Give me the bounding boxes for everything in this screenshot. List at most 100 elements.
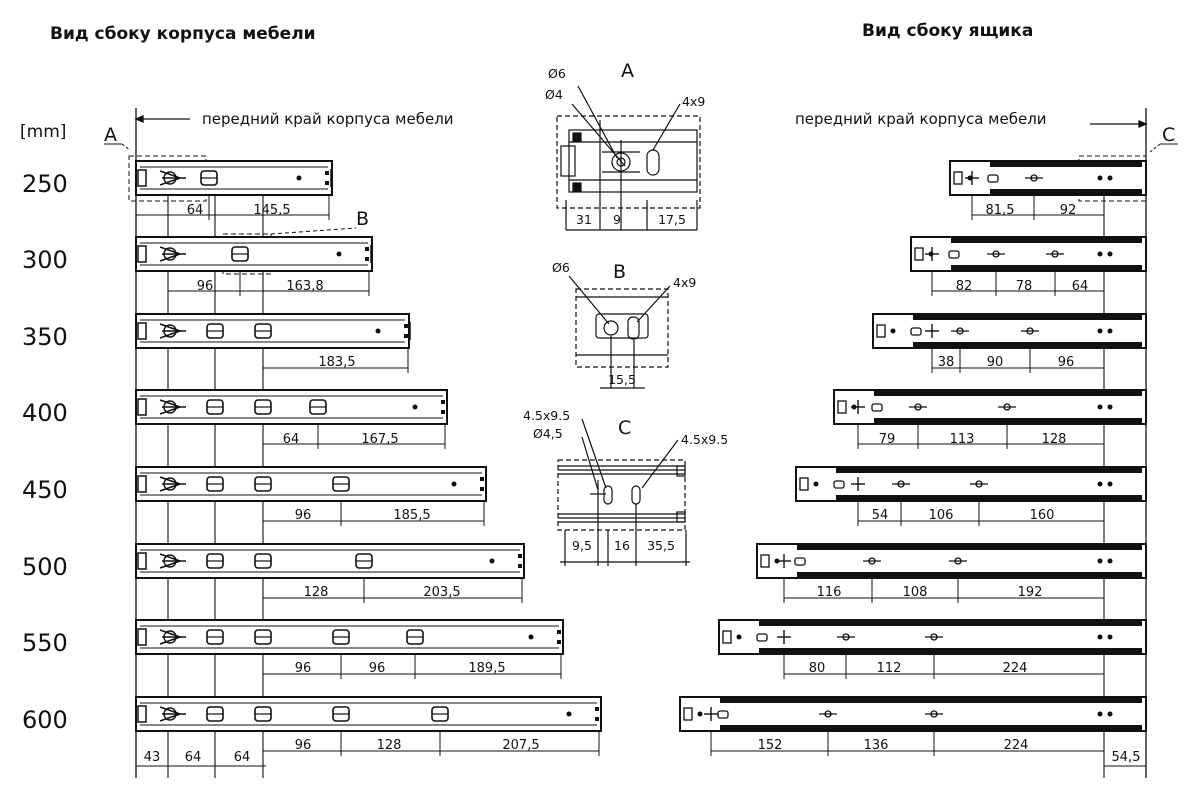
rail-slot bbox=[756, 633, 768, 642]
rail-hole bbox=[1107, 711, 1113, 717]
dim-label: 185,5 bbox=[393, 508, 430, 523]
length-label: 400 bbox=[22, 399, 68, 427]
rail-hole bbox=[163, 554, 177, 568]
drawer-rail bbox=[833, 389, 1147, 449]
dim-label: 81,5 bbox=[986, 203, 1015, 218]
dim-label: 43 bbox=[144, 750, 161, 765]
rail-hole bbox=[163, 630, 177, 644]
rail-slot bbox=[833, 480, 845, 489]
dim-label: 80 bbox=[809, 661, 826, 676]
rail-end-hole bbox=[441, 400, 445, 404]
detail-a-hole2: Ø4 bbox=[545, 87, 563, 102]
rail-stop bbox=[137, 322, 147, 340]
front-edge-right bbox=[1090, 108, 1148, 778]
detail-b-hole: Ø6 bbox=[552, 260, 570, 275]
marker-a: A bbox=[104, 124, 117, 146]
rail-stop bbox=[683, 707, 693, 721]
cabinet-rail bbox=[135, 313, 411, 373]
rail-slot bbox=[910, 327, 922, 336]
length-label: 500 bbox=[22, 553, 68, 581]
rail-hole bbox=[451, 481, 457, 487]
dim-label: 203,5 bbox=[423, 585, 460, 600]
rail-hole bbox=[1107, 404, 1113, 410]
detail-b-dim: 15,5 bbox=[608, 372, 636, 387]
rail-hole bbox=[1107, 251, 1113, 257]
rail-end-hole bbox=[557, 630, 561, 634]
drawer-rail bbox=[718, 619, 1147, 679]
front-edge-right-label: передний край корпуса мебели bbox=[795, 110, 1047, 128]
rail-top-band bbox=[797, 544, 1142, 550]
front-edge-left bbox=[134, 108, 190, 778]
dim-label: 90 bbox=[987, 355, 1004, 370]
rail-top-band bbox=[913, 314, 1142, 320]
length-label: 300 bbox=[22, 246, 68, 274]
rail-hole bbox=[163, 477, 177, 491]
rail-hole bbox=[163, 171, 177, 185]
rail-hole bbox=[736, 634, 742, 640]
rail-end-hole bbox=[595, 717, 599, 721]
rail-stop bbox=[799, 477, 809, 491]
rail-stop bbox=[137, 245, 147, 263]
cabinet-rails bbox=[135, 160, 602, 778]
cabinet-rail bbox=[135, 466, 487, 526]
rail-hole bbox=[163, 247, 177, 261]
rail-end-hole bbox=[518, 554, 522, 558]
drawer-rail bbox=[872, 313, 1147, 373]
length-label: 450 bbox=[22, 476, 68, 504]
rail-stop bbox=[722, 630, 732, 644]
rail-end-hole bbox=[557, 640, 561, 644]
drawer-rails bbox=[679, 160, 1147, 778]
rail-hole bbox=[1107, 175, 1113, 181]
dim-label: 64 bbox=[187, 203, 204, 218]
detail-c-hole: Ø4,5 bbox=[533, 426, 563, 441]
detail-a-label: A bbox=[621, 60, 634, 82]
detail-b bbox=[568, 275, 671, 389]
rail-hole bbox=[163, 324, 177, 338]
rail-hole bbox=[1097, 711, 1103, 717]
drawer-rail bbox=[679, 696, 1147, 756]
rail-top-band bbox=[990, 161, 1142, 167]
rail-hole bbox=[412, 404, 418, 410]
rail-bottom-band bbox=[874, 418, 1142, 424]
detail-b-slot: 4x9 bbox=[673, 275, 696, 290]
dim-label: 192 bbox=[1018, 585, 1043, 600]
cabinet-rail bbox=[135, 543, 525, 603]
dim-label: 78 bbox=[1016, 279, 1033, 294]
cabinet-rail bbox=[135, 236, 373, 296]
rail-end-hole bbox=[480, 477, 484, 481]
detail-b-label: B bbox=[613, 261, 626, 283]
cabinet-rail bbox=[135, 389, 448, 449]
drawer-rail bbox=[949, 160, 1147, 220]
detail-a-slot: 4x9 bbox=[682, 94, 705, 109]
rail-body bbox=[135, 543, 525, 579]
rail-bottom-band bbox=[797, 572, 1142, 578]
rail-stop bbox=[837, 400, 847, 414]
rail-hole bbox=[1097, 404, 1103, 410]
dim-label: 82 bbox=[956, 279, 973, 294]
dim-label: 64 bbox=[283, 432, 300, 447]
rail-stop bbox=[760, 554, 770, 568]
rail-top-band bbox=[759, 620, 1142, 626]
rail-body bbox=[135, 466, 487, 502]
rail-bottom-band bbox=[836, 495, 1142, 501]
detail-a-hole1: Ø6 bbox=[548, 66, 566, 81]
rail-stop bbox=[137, 169, 147, 187]
rail-hole bbox=[296, 175, 302, 181]
dim-label: 96 bbox=[1058, 355, 1075, 370]
rail-hole bbox=[1107, 634, 1113, 640]
dim-label: 145,5 bbox=[253, 203, 290, 218]
rail-hole bbox=[1107, 558, 1113, 564]
rail-end-hole bbox=[365, 247, 369, 251]
rail-end-hole bbox=[404, 324, 408, 328]
rail-stop bbox=[137, 705, 147, 723]
length-label: 350 bbox=[22, 323, 68, 351]
rail-end-hole bbox=[595, 707, 599, 711]
dim-label: 108 bbox=[903, 585, 928, 600]
rail-hole bbox=[1097, 481, 1103, 487]
dim-label: 96 bbox=[295, 508, 312, 523]
rail-hole bbox=[489, 558, 495, 564]
detail-c-slot2: 4.5x9.5 bbox=[681, 432, 728, 447]
rail-bottom-band bbox=[913, 342, 1142, 348]
